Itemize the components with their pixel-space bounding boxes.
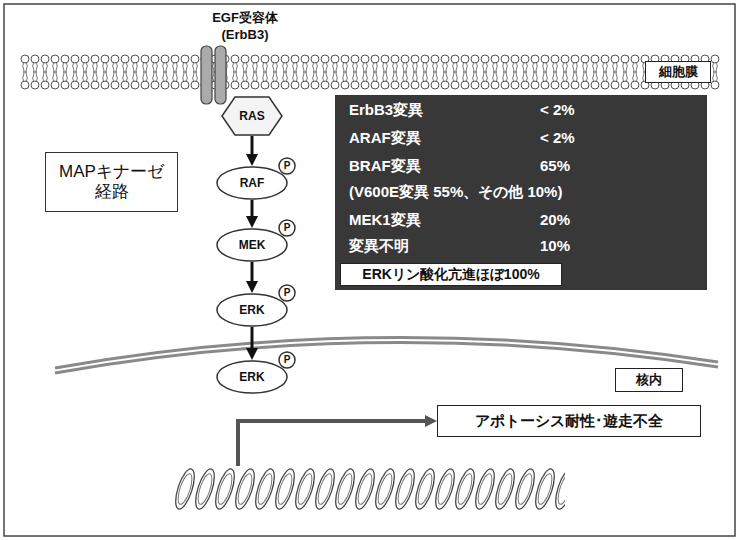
receptor-strand <box>201 46 212 104</box>
phospho-circle: P <box>278 219 296 237</box>
node-text: MAPキナーゼ 経路 <box>53 162 170 203</box>
kinase-ellipse: MEK <box>216 228 288 262</box>
kinase-ellipse: ERK <box>216 360 288 394</box>
node-text: RAS <box>239 109 264 123</box>
node-text: 10% <box>540 237 570 255</box>
ellipse-shape <box>217 361 287 393</box>
node-text: P <box>284 354 291 366</box>
node-text: P <box>284 160 291 172</box>
label-box: 細胞膜 <box>645 61 711 83</box>
hexagon-shape <box>222 97 282 135</box>
ellipse-shape <box>217 294 287 326</box>
node-text: ERK <box>239 370 264 384</box>
mutation-panel: ErbB3変異 < 2% ARAF変異 < 2% BRAF変異 65% (V600E変異 5… <box>335 95 707 290</box>
node-text: 20% <box>540 211 570 229</box>
receptor-label: EGF受容体 <box>212 10 278 26</box>
phospho-circle: P <box>278 284 296 302</box>
node-text: ERKリン酸化亢進ほぼ100% <box>362 266 539 283</box>
node-text: 細胞膜 <box>659 64 698 80</box>
circle-shape <box>279 285 295 301</box>
ellipse-shape <box>217 167 287 199</box>
label-box: 核内 <box>615 368 683 392</box>
node-text: MEK1変異 <box>349 211 421 229</box>
protein-hexagon: RAS <box>221 96 283 136</box>
node-text: P <box>284 222 291 234</box>
node-text: アポトーシス耐性･遊走不全 <box>475 412 663 430</box>
circle-shape <box>279 158 295 174</box>
receptor-strand <box>215 46 226 104</box>
phospho-circle: P <box>278 351 296 369</box>
pathway-box: MAPキナーゼ 経路 <box>45 152 178 212</box>
outer-frame <box>4 4 735 536</box>
phospho-circle: P <box>278 157 296 175</box>
node-text: < 2% <box>540 101 575 119</box>
node-text: MEK <box>239 238 266 252</box>
circle-shape <box>279 220 295 236</box>
circle-shape <box>279 352 295 368</box>
node-text: BRAF変異 <box>349 157 421 175</box>
kinase-ellipse: RAF <box>216 166 288 200</box>
cell-membrane <box>20 54 720 90</box>
signal-arrow <box>251 136 254 155</box>
ellipse-shape <box>217 229 287 261</box>
signal-arrow <box>251 200 254 217</box>
kinase-ellipse: ERK <box>216 293 288 327</box>
outcome-box: アポトーシス耐性･遊走不全 <box>437 405 701 437</box>
node-text: 変異不明 <box>349 237 409 255</box>
signal-arrow <box>251 327 254 349</box>
node-text: ErbB3変異 <box>349 101 423 119</box>
dna-helix <box>175 462 565 516</box>
node-text: (V600E変異 55%、その他 10%) <box>349 183 562 201</box>
node-text: 65% <box>540 157 570 175</box>
node-text: P <box>284 287 291 299</box>
node-text: RAF <box>240 176 265 190</box>
node-text: 核内 <box>636 372 662 388</box>
receptor-label: (ErbB3) <box>222 27 269 43</box>
result-box: ERKリン酸化亢進ほぼ100% <box>340 263 562 286</box>
node-text: < 2% <box>540 129 575 147</box>
node-text: ERK <box>239 303 264 317</box>
signal-arrow <box>251 262 254 282</box>
transcription-arrow <box>238 421 426 466</box>
node-text: ARAF変異 <box>349 129 421 147</box>
